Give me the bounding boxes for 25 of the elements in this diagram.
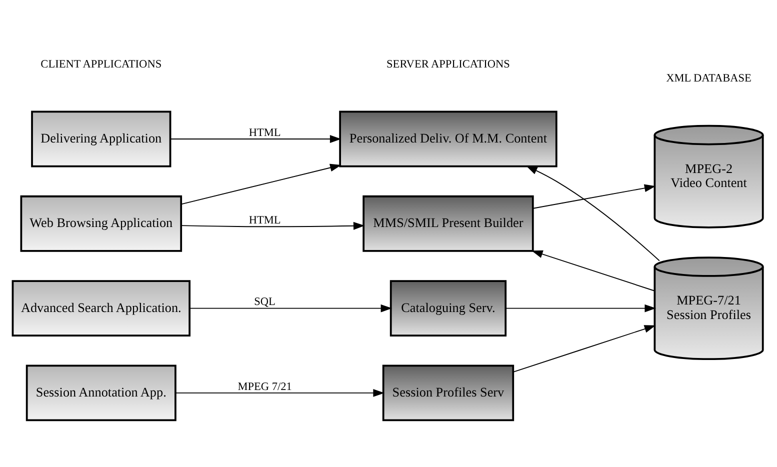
arrow <box>532 184 656 208</box>
node-box: Advanced Search Application. <box>12 280 190 336</box>
arrow <box>180 221 365 230</box>
arrow <box>175 388 384 396</box>
node-box: Cataloguing Serv. <box>390 280 507 336</box>
arrow <box>512 324 656 372</box>
edge-label: HTML <box>248 214 281 226</box>
arrow <box>526 165 660 261</box>
edge-label: SQL <box>254 296 276 308</box>
node-box: Web Browsing Application <box>20 194 182 252</box>
edge-label: HTML <box>248 126 281 138</box>
node-box: Personalized Deliv. Of M.M. Content <box>339 110 558 167</box>
node-box: Session Profiles Serv <box>382 364 514 421</box>
label: SERVER APPLICATIONS <box>386 58 510 70</box>
node-box: MMS/SMIL Present Builder <box>362 194 534 252</box>
label: XML DATABASE <box>666 72 752 84</box>
label: CLIENT APPLICATIONS <box>40 58 162 70</box>
arrow <box>170 134 342 142</box>
edge-label: MPEG 7/21 <box>238 380 292 392</box>
arrow <box>505 304 656 312</box>
node-box: Delivering Application <box>31 110 172 167</box>
arrow <box>189 304 392 312</box>
arrow <box>531 250 656 291</box>
node-box: Session Annotation App. <box>26 364 176 421</box>
arrow <box>180 163 342 204</box>
